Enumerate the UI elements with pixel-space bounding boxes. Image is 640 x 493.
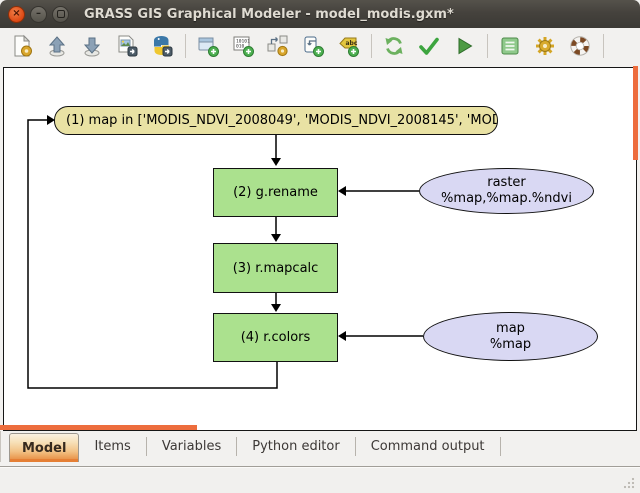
- data-node-value: %map: [489, 336, 532, 352]
- maximize-button[interactable]: [52, 5, 69, 23]
- notebook-tabbar: Model Items Variables Python editor Comm…: [0, 431, 640, 462]
- tab-model[interactable]: Model: [9, 433, 80, 462]
- tab-separator: [499, 437, 501, 456]
- data-node-map[interactable]: map %map: [423, 312, 598, 361]
- refresh-arrows-icon: [382, 34, 406, 58]
- toolbar: 10101 010 abc: [0, 28, 640, 64]
- add-command-button[interactable]: [194, 32, 222, 60]
- validate-button[interactable]: [415, 32, 443, 60]
- horizontal-scrollbar-thumb[interactable]: [0, 425, 197, 430]
- add-comment-button[interactable]: abc: [334, 32, 362, 60]
- run-button[interactable]: [450, 32, 478, 60]
- add-data-button[interactable]: 10101 010: [229, 32, 257, 60]
- tab-variables[interactable]: Variables: [161, 439, 222, 454]
- vertical-scrollbar-thumb[interactable]: [633, 66, 638, 160]
- properties-button[interactable]: [496, 32, 524, 60]
- help-button[interactable]: [566, 32, 594, 60]
- svg-text:010: 010: [236, 44, 245, 50]
- load-model-button[interactable]: [43, 32, 71, 60]
- statusbar: [0, 467, 640, 493]
- export-image-button[interactable]: [113, 32, 141, 60]
- abc-comment-plus-icon: abc: [336, 34, 360, 58]
- resize-grip-icon[interactable]: [622, 476, 636, 490]
- data-node-label: map: [496, 320, 525, 336]
- new-model-icon: [10, 34, 34, 58]
- upload-arrow-icon: [45, 34, 69, 58]
- relation-gear-icon: [266, 34, 290, 58]
- add-loop-button[interactable]: [299, 32, 327, 60]
- window-title: GRASS GIS Graphical Modeler - model_modi…: [84, 6, 454, 22]
- close-button[interactable]: ×: [8, 5, 25, 23]
- statusbar-divider: [0, 466, 640, 467]
- window-controls: × –: [8, 5, 69, 23]
- preferences-button[interactable]: [531, 32, 559, 60]
- gear-icon: [533, 34, 557, 58]
- action-node-r-colors[interactable]: (4) r.colors: [213, 313, 338, 362]
- export-python-button[interactable]: [148, 32, 176, 60]
- toolbar-separator: [487, 34, 488, 58]
- flow-arrows: [27, 115, 423, 389]
- redraw-button[interactable]: [380, 32, 408, 60]
- toolbar-separator: [185, 34, 186, 58]
- tab-items[interactable]: Items: [94, 439, 131, 454]
- tab-separator: [145, 437, 147, 456]
- minimize-button[interactable]: –: [30, 5, 47, 23]
- svg-text:abc: abc: [346, 40, 358, 47]
- data-node-raster[interactable]: raster %map,%map.%ndvi: [419, 168, 594, 214]
- loop-plus-icon: [301, 34, 325, 58]
- checkmark-icon: [417, 34, 441, 58]
- action-node-r-mapcalc[interactable]: (3) r.mapcalc: [213, 243, 338, 293]
- loop-node[interactable]: (1) map in ['MODIS_NDVI_2008049', 'MODIS…: [54, 106, 498, 135]
- svg-text:10101: 10101: [236, 39, 250, 45]
- model-canvas[interactable]: (1) map in ['MODIS_NDVI_2008049', 'MODIS…: [3, 67, 637, 431]
- toolbar-separator: [603, 34, 604, 58]
- python-icon: [150, 34, 174, 58]
- lifebuoy-icon: [568, 34, 592, 58]
- save-model-button[interactable]: [78, 32, 106, 60]
- action-node-g-rename[interactable]: (2) g.rename: [213, 168, 338, 217]
- tab-separator: [354, 437, 356, 456]
- tab-python-editor[interactable]: Python editor: [252, 439, 340, 454]
- window-plus-icon: [196, 34, 220, 58]
- toolbar-separator: [371, 34, 372, 58]
- titlebar[interactable]: × – GRASS GIS Graphical Modeler - model_…: [0, 0, 640, 29]
- play-icon: [452, 34, 476, 58]
- tab-separator: [236, 437, 238, 456]
- data-node-label: raster: [487, 175, 526, 190]
- image-export-icon: [115, 34, 139, 58]
- list-properties-icon: [498, 34, 522, 58]
- define-relation-button[interactable]: [264, 32, 292, 60]
- data-node-value: %map,%map.%ndvi: [441, 191, 572, 206]
- new-model-button[interactable]: [8, 32, 36, 60]
- binary-data-plus-icon: 10101 010: [231, 34, 255, 58]
- tab-command-output[interactable]: Command output: [370, 439, 485, 454]
- download-arrow-icon: [80, 34, 104, 58]
